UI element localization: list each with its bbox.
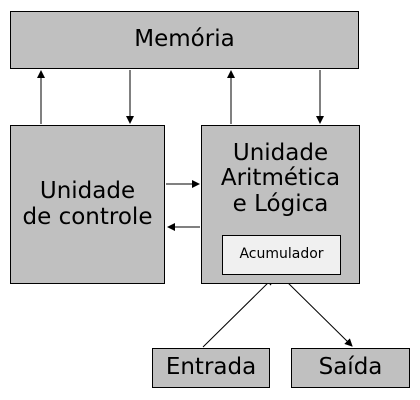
unidade-de-controle-box: Unidade de controle: [10, 125, 165, 284]
memoria-label: Memória: [134, 26, 235, 53]
unidade-aritmetica-e-logica-label: Unidade Aritmética e Lógica: [220, 140, 341, 217]
entrada-label: Entrada: [165, 354, 257, 381]
unidade-de-controle-label: Unidade de controle: [22, 178, 153, 230]
acumulador-label: Acumulador: [239, 246, 324, 263]
saida-label: Saída: [318, 354, 383, 381]
acumulador-box: Acumulador: [222, 235, 341, 275]
saida-box: Saída: [291, 348, 410, 388]
arrow-entrada-to-acumulador: [202, 277, 274, 348]
entrada-box: Entrada: [152, 348, 270, 388]
arrow-acumulador-to-saida: [280, 275, 353, 347]
memoria-box: Memória: [10, 11, 359, 69]
